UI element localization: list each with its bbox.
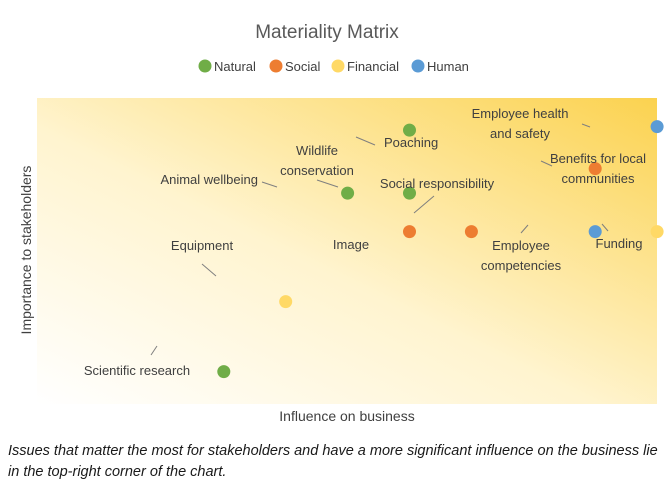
materiality-matrix-chart: Materiality Matrix Natural Social Financia…: [18, 22, 664, 424]
legend-label: Human: [427, 59, 469, 74]
legend-item-human[interactable]: Human: [411, 59, 469, 74]
data-point-financial[interactable]: [279, 295, 293, 309]
legend-label: Social: [285, 59, 321, 74]
legend-marker: [198, 59, 212, 73]
x-axis-title: Influence on business: [279, 408, 414, 424]
label-leader-line: [413, 195, 435, 214]
y-axis-title: Importance to stakeholders: [18, 166, 34, 335]
legend-marker: [331, 59, 345, 73]
data-point-label: Image: [333, 237, 369, 252]
data-point-human[interactable]: [588, 225, 602, 239]
data-point-natural[interactable]: [403, 123, 416, 137]
data-point-social[interactable]: [464, 225, 478, 239]
data-point-label: Social responsibility: [380, 176, 495, 191]
legend-label: Natural: [214, 59, 256, 74]
label-leader-line: [150, 345, 158, 356]
legend-marker: [411, 59, 425, 73]
data-point-human[interactable]: [650, 120, 664, 134]
legend: Natural Social Financial Human: [198, 59, 469, 74]
legend-item-social[interactable]: Social: [269, 59, 321, 74]
label-leader-line: [201, 263, 217, 277]
plot-background: [37, 98, 657, 404]
data-point-label: Funding: [596, 236, 643, 251]
data-point-label: Equipment: [171, 238, 234, 253]
data-point-label: Poaching: [384, 135, 438, 150]
legend-label: Financial: [347, 59, 399, 74]
data-point-natural[interactable]: [341, 186, 355, 200]
chart-title: Materiality Matrix: [255, 22, 399, 43]
label-leader-line: [581, 123, 591, 128]
chart-caption: Issues that matter the most for stakehol…: [8, 443, 658, 480]
data-point-label: Scientific research: [84, 363, 190, 378]
label-leader-line: [316, 179, 339, 188]
data-point-natural[interactable]: [403, 186, 416, 200]
label-leader-line: [355, 136, 376, 146]
data-point-natural[interactable]: [217, 365, 231, 379]
legend-item-financial[interactable]: Financial: [331, 59, 400, 74]
legend-marker: [269, 59, 283, 73]
label-leader-line: [520, 224, 529, 234]
legend-item-natural[interactable]: Natural: [198, 59, 257, 74]
label-leader-line: [540, 160, 553, 167]
data-point-social[interactable]: [403, 225, 416, 239]
label-leader-line: [601, 223, 609, 232]
data-point-label: Animal wellbeing: [160, 172, 258, 187]
data-point-social[interactable]: [588, 162, 602, 176]
label-leader-line: [261, 181, 278, 188]
data-point-financial[interactable]: [650, 225, 664, 239]
